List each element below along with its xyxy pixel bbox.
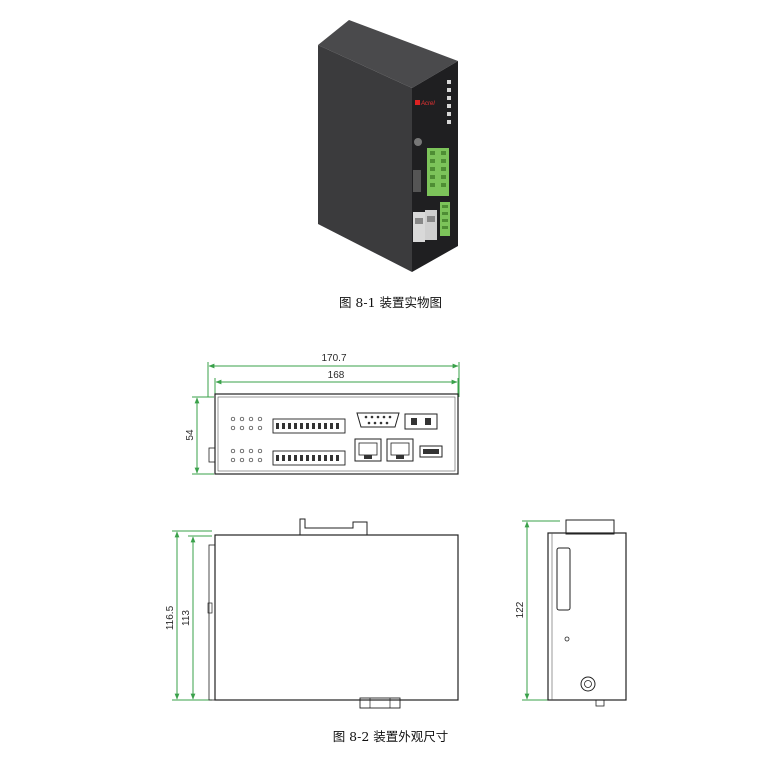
- front-terminal-block-top: [272, 418, 346, 434]
- figure-8-1-caption: 图 8-1 装置实物图: [338, 295, 443, 310]
- front-terminal-block-bottom: [272, 450, 346, 466]
- dim-label-body-width: 168: [328, 370, 345, 381]
- terminal-block-upper: [427, 148, 449, 196]
- dim-label-front-height: 54: [185, 429, 196, 441]
- rj45-port-1: [354, 438, 382, 462]
- dim-label-total-height: 116.5: [165, 605, 176, 630]
- dim-label-side-height: 122: [515, 601, 526, 618]
- reset-knob: [414, 138, 422, 146]
- terminal-block-lower: [440, 202, 450, 236]
- status-leds: [447, 80, 451, 124]
- device-photo: Acrel: [318, 20, 458, 272]
- front-led-grid: [230, 416, 263, 463]
- device-top-face: [318, 20, 458, 88]
- ground-screw-icon: [580, 676, 596, 692]
- db9-connector: [356, 412, 400, 428]
- end-view: 122: [515, 519, 627, 707]
- power-terminal: [404, 413, 438, 430]
- dim-label-body-height: 113: [181, 610, 192, 626]
- rj45-port-2: [386, 438, 414, 462]
- front-view: 170.7 168 54: [185, 353, 460, 475]
- acrel-logo: Acrel: [415, 100, 435, 107]
- serial-port: [413, 170, 421, 192]
- figure-8-2-caption: 图 8-2 装置外观尺寸: [332, 729, 449, 744]
- side-view: 116.5 113: [165, 518, 459, 709]
- usb-port: [419, 445, 443, 458]
- dim-label-overall-width: 170.7: [321, 353, 346, 364]
- svg-text:Acrel: Acrel: [420, 101, 435, 107]
- device-side-face: [318, 45, 412, 272]
- ethernet-ports-photo: [413, 210, 437, 242]
